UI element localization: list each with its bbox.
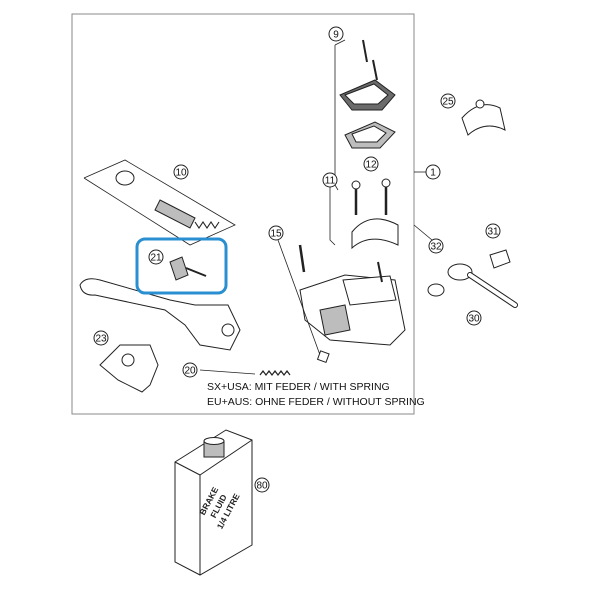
callout-12[interactable]: 12: [363, 156, 379, 172]
callout-80[interactable]: 80: [254, 477, 270, 493]
svg-text:10: 10: [175, 168, 187, 179]
svg-text:15: 15: [270, 229, 282, 240]
clamp-group: [329, 178, 399, 250]
callout-15[interactable]: 15: [268, 225, 284, 241]
callout-11[interactable]: 11: [322, 172, 338, 188]
svg-text:12: 12: [365, 160, 377, 171]
callout-10[interactable]: 10: [173, 164, 189, 180]
callout-21[interactable]: 21: [148, 249, 164, 265]
svg-text:9: 9: [333, 30, 339, 41]
callout-25[interactable]: 25: [440, 93, 456, 109]
svg-text:25: 25: [442, 97, 454, 108]
svg-text:30: 30: [468, 314, 480, 325]
master-cylinder-body: [299, 261, 406, 346]
brake-lever: [79, 278, 241, 351]
hose-group: [413, 224, 518, 308]
reservoir-cover-group: [334, 39, 396, 191]
adjuster-21: [169, 256, 207, 281]
lever-cover-23: [99, 344, 159, 393]
assembly-frame: [71, 13, 415, 415]
callout-30[interactable]: 30: [466, 310, 482, 326]
screw-15: [277, 239, 330, 364]
callout-1[interactable]: 1: [414, 164, 441, 180]
callout-20[interactable]: 20: [182, 362, 198, 378]
svg-text:23: 23: [95, 334, 107, 345]
callout-32[interactable]: 32: [428, 238, 444, 254]
note-with-spring: SX+USA: MIT FEDER / WITH SPRING: [207, 381, 390, 393]
callout-31[interactable]: 31: [485, 223, 501, 239]
piston-kit-10: [83, 159, 236, 246]
svg-text:80: 80: [256, 481, 268, 492]
svg-text:1: 1: [430, 168, 436, 179]
clamp-25: [461, 99, 506, 136]
highlight-box: [135, 237, 228, 295]
brake-fluid-bottle: BRAKE FLUID 1/4 LITRE: [174, 429, 253, 576]
svg-text:11: 11: [325, 176, 336, 187]
note-without-spring: EU+AUS: OHNE FEDER / WITHOUT SPRING: [207, 396, 425, 408]
svg-text:32: 32: [430, 242, 442, 253]
spring-20: [199, 369, 291, 376]
svg-text:31: 31: [487, 227, 499, 238]
callout-23[interactable]: 23: [93, 330, 109, 346]
callout-9[interactable]: 9: [328, 26, 344, 42]
svg-text:20: 20: [184, 366, 196, 377]
svg-text:21: 21: [150, 253, 162, 264]
